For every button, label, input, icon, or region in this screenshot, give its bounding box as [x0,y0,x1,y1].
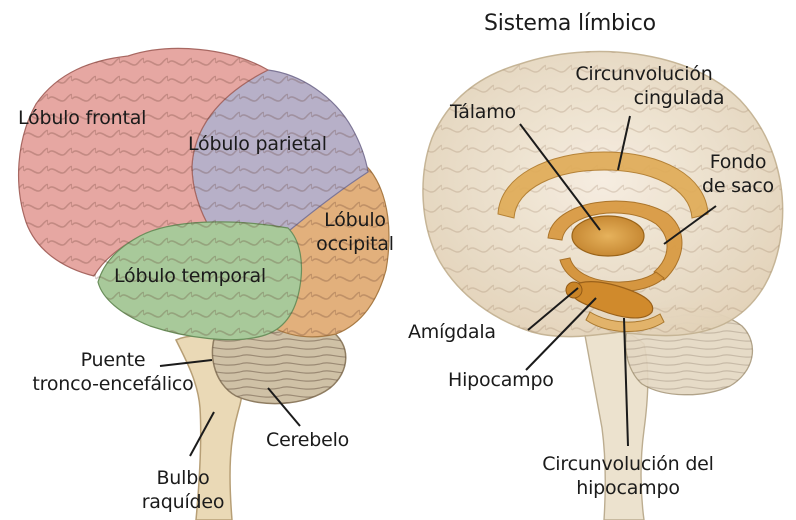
label-medulla-line1: Bulbo [118,466,248,490]
label-parahippocampal-line1: Circunvolución del [508,452,748,476]
label-fornix-line1: Fondo [686,150,790,174]
label-cingulate: Circunvolución cingulada [544,62,744,110]
label-occipital-line1: Lóbulo [300,208,410,232]
label-pons: Puente tronco-encefálico [2,348,224,396]
label-cingulate-line1: Circunvolución [544,62,744,86]
label-parietal-lobe: Lóbulo parietal [188,132,327,156]
label-temporal-lobe: Lóbulo temporal [114,264,266,288]
label-thalamus: Tálamo [450,100,516,124]
label-occipital-lobe: Lóbulo occipital [300,208,410,256]
limbic-system-title: Sistema límbico [484,12,656,36]
label-pons-line2: tronco-encefálico [2,372,224,396]
label-amygdala: Amígdala [408,320,496,344]
label-occipital-line2: occipital [300,232,410,256]
label-parahippocampal-line2: hipocampo [508,476,748,500]
label-fornix: Fondo de saco [686,150,790,198]
cortex-gyri-texture [19,48,389,339]
label-pons-line1: Puente [2,348,224,372]
label-parahippocampal: Circunvolución del hipocampo [508,452,748,500]
label-cingulate-line2: cingulada [544,86,744,110]
label-medulla: Bulbo raquídeo [118,466,248,514]
label-medulla-line2: raquídeo [118,490,248,514]
label-cerebellum: Cerebelo [266,428,349,452]
label-hippocampus: Hipocampo [448,368,554,392]
label-fornix-line2: de saco [686,174,790,198]
label-frontal-lobe: Lóbulo frontal [18,106,146,130]
thalamus [572,216,644,256]
